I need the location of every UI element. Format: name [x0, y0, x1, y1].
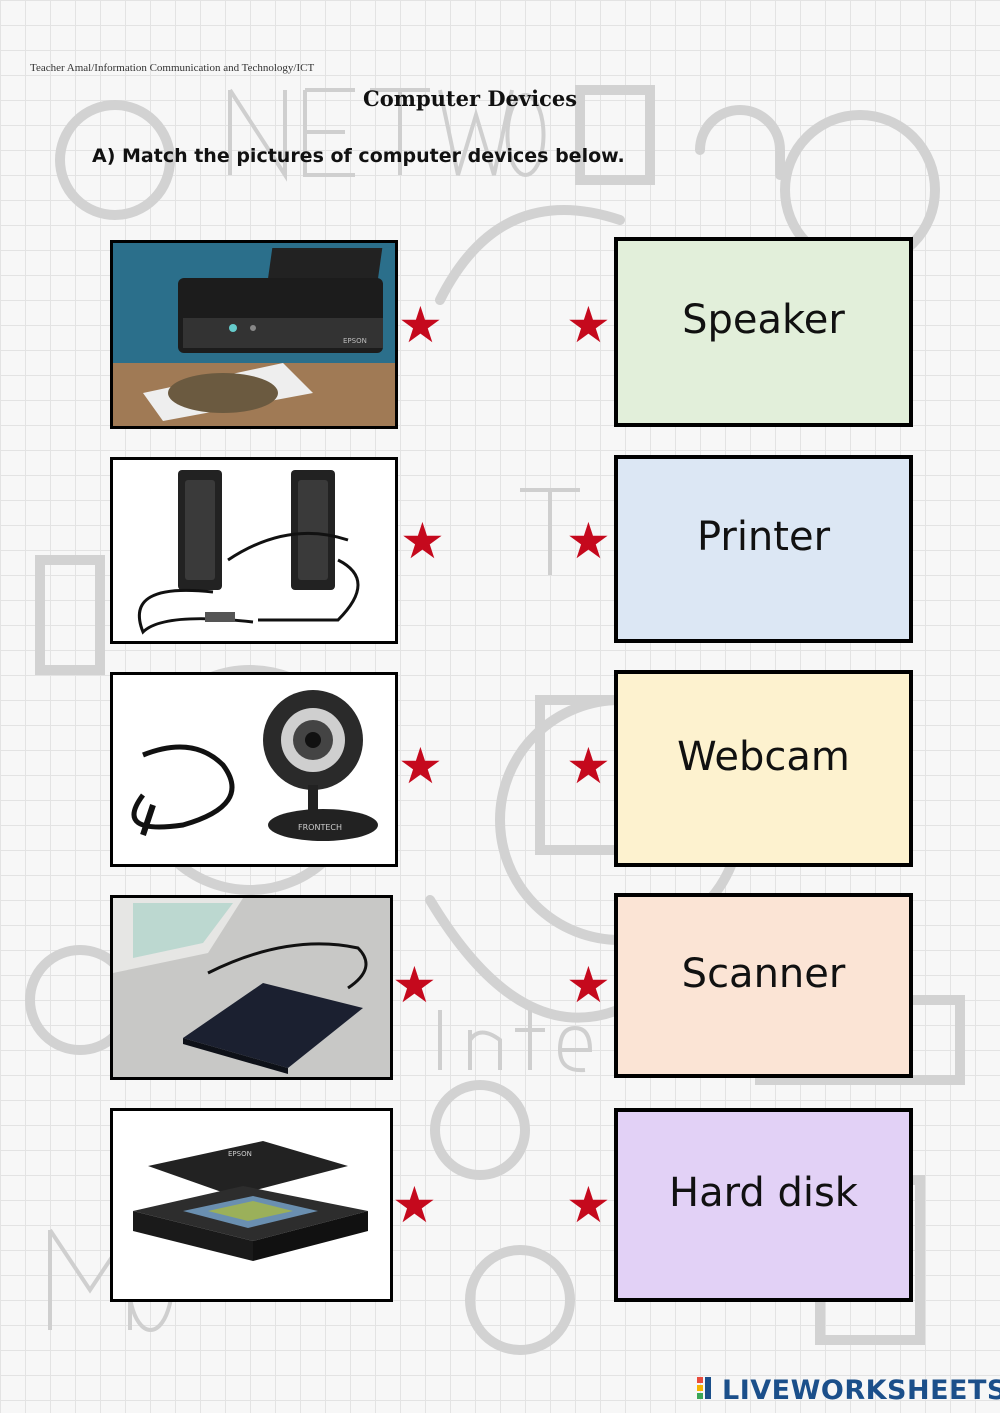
match-star-answer-printer[interactable]: ★ — [566, 512, 611, 570]
match-star-answer-webcam[interactable]: ★ — [566, 737, 611, 795]
answer-label: Scanner — [681, 950, 846, 997]
svg-text:FRONTECH: FRONTECH — [298, 823, 342, 832]
hard-disk-illustration — [113, 898, 390, 1077]
match-star-picture-printer[interactable]: ★ — [398, 296, 443, 354]
answer-label: Webcam — [677, 733, 850, 780]
printer-picture: EPSON — [110, 240, 398, 429]
match-star-picture-scanner[interactable]: ★ — [392, 1176, 437, 1234]
liveworksheets-brand: LIVEWORKSHEETS — [722, 1375, 1000, 1406]
teacher-note: Teacher Amal/Information Communication a… — [30, 62, 315, 74]
match-star-picture-hard-disk[interactable]: ★ — [392, 956, 437, 1014]
scanner-picture: EPSON — [110, 1108, 393, 1302]
speakers-picture — [110, 457, 398, 644]
printer-illustration: EPSON — [113, 243, 395, 426]
answer-label: Printer — [696, 514, 831, 560]
answer-box-printer: Printer — [614, 455, 913, 643]
hard-disk-picture — [110, 895, 393, 1080]
answer-box-speaker: Speaker — [614, 237, 913, 427]
worksheet-title: Computer Devices — [363, 86, 578, 111]
webcam-illustration: FRONTECH — [113, 675, 395, 864]
match-star-answer-scanner[interactable]: ★ — [566, 956, 611, 1014]
answer-box-scanner: Scanner — [614, 893, 913, 1078]
speakers-illustration — [113, 460, 395, 641]
answer-box-hard-disk: Hard disk — [614, 1108, 913, 1302]
answer-label: Speaker — [682, 297, 845, 343]
svg-text:EPSON: EPSON — [228, 1150, 252, 1158]
liveworksheets-logo-icon — [697, 1377, 711, 1399]
webcam-picture: FRONTECH — [110, 672, 398, 867]
svg-text:EPSON: EPSON — [343, 337, 367, 345]
match-star-picture-webcam[interactable]: ★ — [398, 737, 443, 795]
instruction-text: A) Match the pictures of computer device… — [92, 145, 625, 167]
answer-box-webcam: Webcam — [614, 670, 913, 867]
answer-label: Hard disk — [669, 1170, 858, 1216]
scanner-illustration: EPSON — [113, 1111, 390, 1299]
match-star-answer-hard-disk[interactable]: ★ — [566, 1176, 611, 1234]
match-star-answer-speaker[interactable]: ★ — [566, 296, 611, 354]
match-star-picture-speakers[interactable]: ★ — [400, 512, 445, 570]
